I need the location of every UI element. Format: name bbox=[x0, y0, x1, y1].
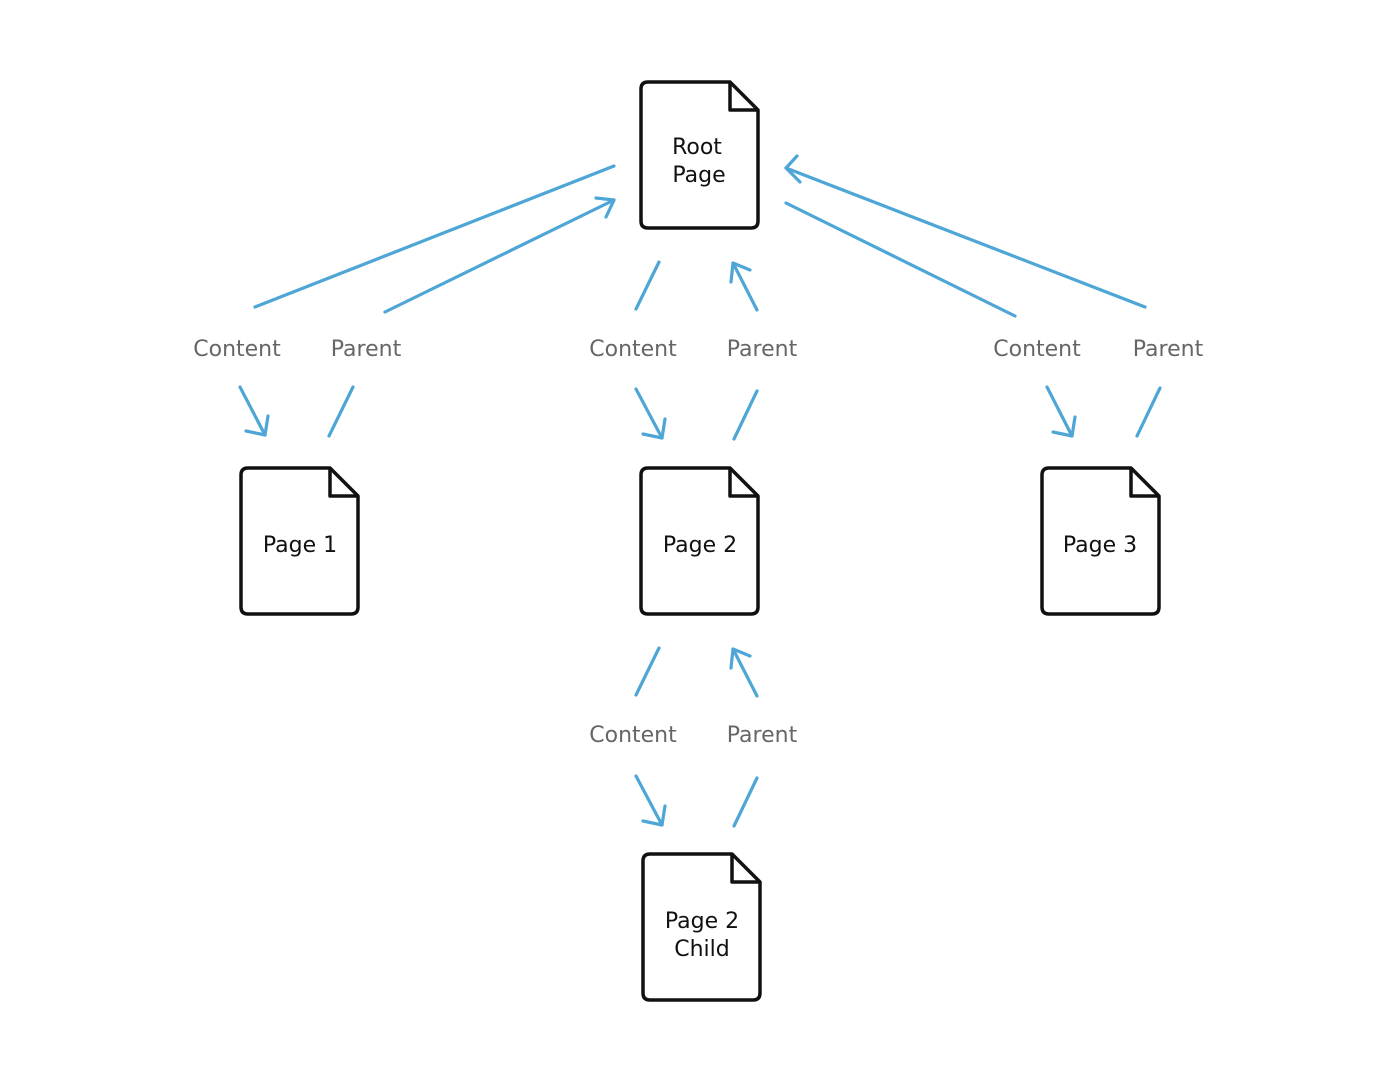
document-icon bbox=[1040, 466, 1161, 616]
page-node-page3: Page 3 bbox=[1040, 466, 1161, 616]
edge-root-page1: Content Parent bbox=[193, 164, 616, 438]
document-icon bbox=[639, 80, 760, 230]
content-arrow-root-to-page2 bbox=[634, 260, 667, 440]
edge-page2-child: Content Parent bbox=[589, 646, 798, 828]
page-label: Page 1 bbox=[263, 533, 337, 558]
page-label: Child bbox=[674, 937, 730, 962]
content-arrow-root-to-page1 bbox=[238, 164, 616, 437]
edge-label-parent: Parent bbox=[727, 723, 798, 748]
parent-arrow-page1-to-root bbox=[327, 196, 616, 438]
parent-arrow-page2-to-root bbox=[729, 261, 759, 441]
page-node-page1: Page 1 bbox=[239, 466, 360, 616]
parent-arrow-page3-to-root bbox=[784, 154, 1162, 438]
edge-label-parent: Parent bbox=[1133, 337, 1204, 362]
document-icon bbox=[239, 466, 360, 616]
page-label: Page bbox=[672, 163, 725, 188]
edge-label-content: Content bbox=[193, 337, 281, 362]
content-arrow-root-to-page3 bbox=[784, 201, 1077, 438]
page-node-root: Root Page bbox=[639, 80, 760, 230]
edge-label-content: Content bbox=[993, 337, 1081, 362]
edge-label-content: Content bbox=[589, 337, 677, 362]
edge-label-parent: Parent bbox=[727, 337, 798, 362]
page-label: Root bbox=[672, 135, 722, 160]
edge-root-page2: Content Parent bbox=[589, 260, 798, 441]
page-label: Page 2 bbox=[663, 533, 737, 558]
page-node-page2-child: Page 2 Child bbox=[641, 852, 762, 1002]
page-label: Page 3 bbox=[1063, 533, 1137, 558]
edge-root-page3: Content Parent bbox=[784, 154, 1204, 438]
document-icon bbox=[639, 466, 760, 616]
content-arrow-page2-to-child bbox=[634, 646, 667, 827]
parent-arrow-child-to-page2 bbox=[729, 647, 759, 828]
document-icon bbox=[641, 852, 762, 1002]
edge-label-content: Content bbox=[589, 723, 677, 748]
page-node-page2: Page 2 bbox=[639, 466, 760, 616]
edge-label-parent: Parent bbox=[331, 337, 402, 362]
page-label: Page 2 bbox=[665, 909, 739, 934]
